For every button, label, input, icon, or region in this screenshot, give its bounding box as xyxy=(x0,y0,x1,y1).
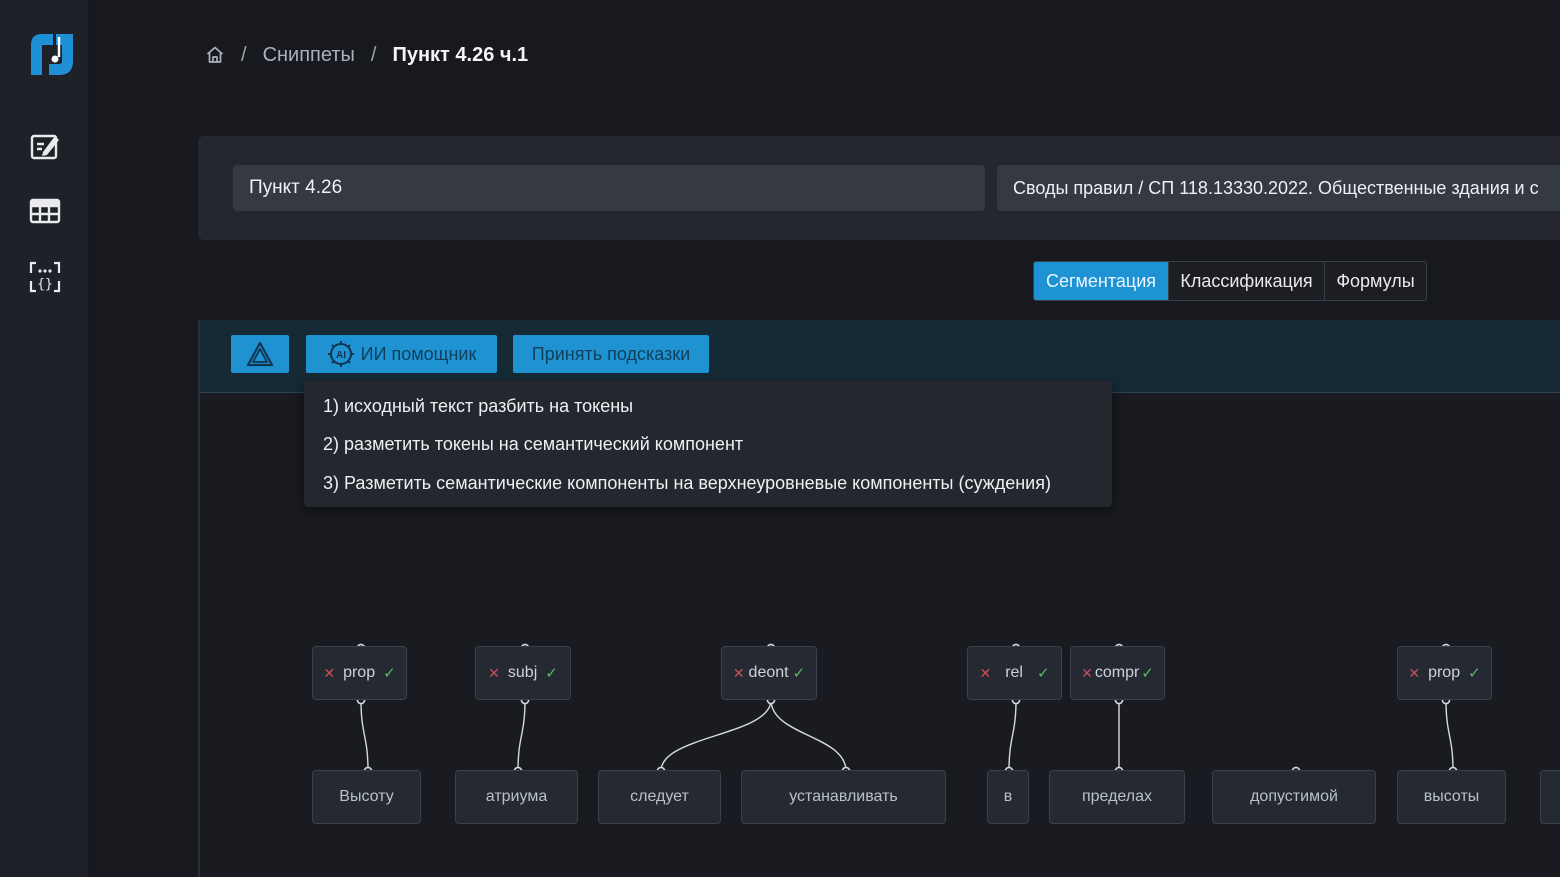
accept-icon[interactable]: ✓ xyxy=(545,664,558,682)
ai-menu-item-judgements[interactable]: 3) Разметить семантические компоненты на… xyxy=(323,473,1051,494)
graph-edge xyxy=(661,700,771,771)
svg-text:{}: {} xyxy=(37,277,53,292)
tab-segmentation[interactable]: Сегментация xyxy=(1034,262,1168,300)
app-logo[interactable] xyxy=(29,31,75,77)
reject-icon[interactable]: ✕ xyxy=(733,665,745,682)
token-node[interactable]: допустимой xyxy=(1212,770,1376,824)
token-node[interactable]: атриума xyxy=(455,770,578,824)
tag-label: deont xyxy=(749,664,789,682)
tag-label: compr xyxy=(1095,664,1139,682)
breadcrumb-separator: / xyxy=(241,44,247,67)
reject-icon[interactable]: ✕ xyxy=(488,665,500,682)
breadcrumb-separator: / xyxy=(371,44,377,67)
tag-label: rel xyxy=(1005,664,1023,682)
graph-edge xyxy=(361,700,368,771)
reject-icon[interactable]: ✕ xyxy=(1081,665,1093,682)
token-node[interactable]: пределах xyxy=(1049,770,1185,824)
accept-icon[interactable]: ✓ xyxy=(1468,664,1481,682)
table-icon[interactable] xyxy=(26,192,64,230)
sidebar: {} xyxy=(0,0,89,877)
token-node[interactable] xyxy=(1540,770,1560,824)
tab-classification[interactable]: Классификация xyxy=(1168,262,1324,300)
brackets-code-icon[interactable]: {} xyxy=(26,258,64,296)
tag-node-prop[interactable]: ✕ prop ✓ xyxy=(312,646,407,700)
graph-edge xyxy=(518,700,525,771)
notepad-edit-icon[interactable] xyxy=(26,127,64,165)
ai-menu-item-semantic[interactable]: 2) разметить токены на семантический ком… xyxy=(323,434,743,455)
tag-node-deont[interactable]: ✕deont✓ xyxy=(721,646,817,700)
home-icon[interactable] xyxy=(205,45,225,65)
token-node[interactable]: устанавливать xyxy=(741,770,946,824)
accept-icon[interactable]: ✓ xyxy=(1037,664,1050,682)
token-node[interactable]: высоты xyxy=(1397,770,1506,824)
graph-edge xyxy=(771,700,846,771)
reject-icon[interactable]: ✕ xyxy=(1408,665,1420,682)
tag-node-compr[interactable]: ✕compr✓ xyxy=(1070,646,1165,700)
ai-menu-item-tokenize[interactable]: 1) исходный текст разбить на токены xyxy=(323,396,633,417)
snippet-form-panel: Пункт 4.26 Своды правил / СП 118.13330.2… xyxy=(198,136,1560,240)
reject-icon[interactable]: ✕ xyxy=(323,665,335,682)
tag-node-rel[interactable]: ✕ rel ✓ xyxy=(967,646,1062,700)
mode-tabs: Сегментация Классификация Формулы xyxy=(1033,261,1427,301)
token-node[interactable]: Высоту xyxy=(312,770,421,824)
breadcrumb-snippets[interactable]: Сниппеты xyxy=(263,44,355,67)
tag-label: subj xyxy=(508,664,537,682)
breadcrumb: / Сниппеты / Пункт 4.26 ч.1 xyxy=(205,40,528,70)
breadcrumb-current: Пункт 4.26 ч.1 xyxy=(392,44,528,67)
tag-node-subj[interactable]: ✕ subj ✓ xyxy=(475,646,571,700)
token-node[interactable]: следует xyxy=(598,770,721,824)
tab-formulas[interactable]: Формулы xyxy=(1324,262,1426,300)
tag-label: prop xyxy=(1428,664,1460,682)
token-node[interactable]: в xyxy=(987,770,1029,824)
accept-icon[interactable]: ✓ xyxy=(793,664,806,682)
source-document-field[interactable]: Своды правил / СП 118.13330.2022. Общест… xyxy=(997,165,1560,211)
tag-node-prop[interactable]: ✕ prop ✓ xyxy=(1397,646,1492,700)
graph-edge xyxy=(1446,700,1453,771)
accept-icon[interactable]: ✓ xyxy=(383,664,396,682)
ai-assistant-menu: 1) исходный текст разбить на токены 2) р… xyxy=(304,381,1112,507)
tag-label: prop xyxy=(343,664,375,682)
accept-icon[interactable]: ✓ xyxy=(1141,664,1154,682)
reject-icon[interactable]: ✕ xyxy=(979,665,991,682)
graph-edge xyxy=(1009,700,1016,771)
snippet-title-field[interactable]: Пункт 4.26 xyxy=(233,165,985,211)
